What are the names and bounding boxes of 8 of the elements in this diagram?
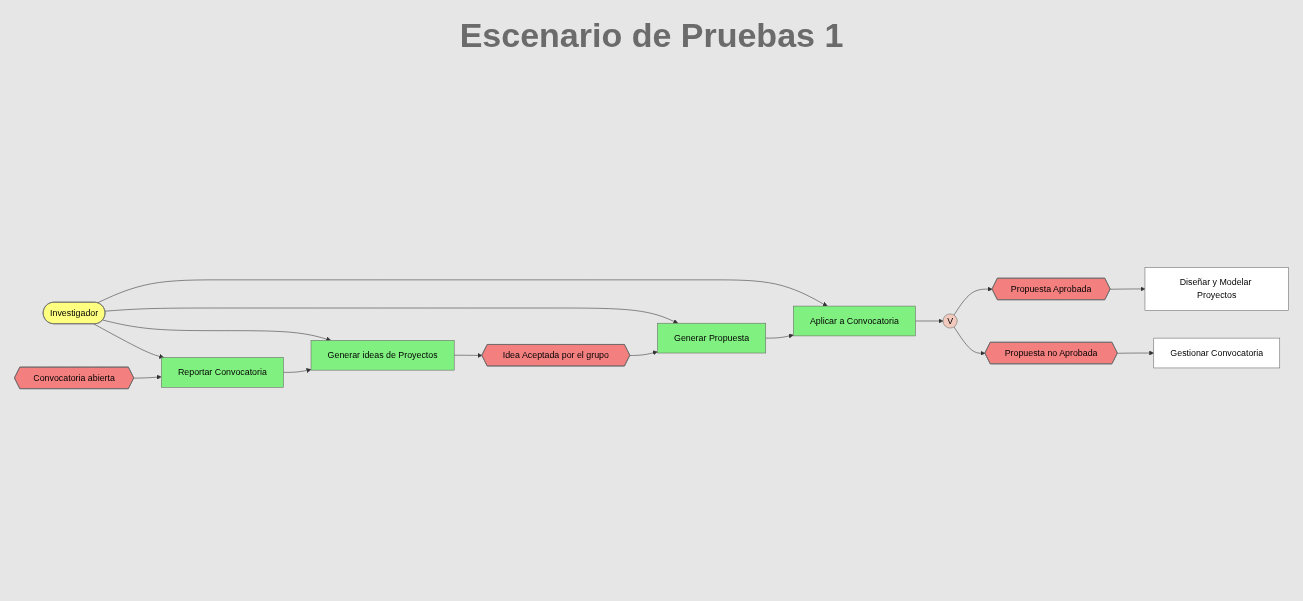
node-box: Diseñar y Modelar Proyectos xyxy=(1144,267,1289,311)
node-box: Generar Propuesta xyxy=(657,322,766,354)
node-box: Generar ideas de Proyectos xyxy=(310,340,455,371)
diagram-title: Escenario de Pruebas 1 xyxy=(459,16,844,55)
node-circle: V xyxy=(942,313,958,329)
node-box: Reportar Convocatoria xyxy=(161,357,284,388)
node-box: Gestionar Convocatoria xyxy=(1153,337,1281,369)
node-box: Aplicar a Convocatoria xyxy=(793,305,916,337)
